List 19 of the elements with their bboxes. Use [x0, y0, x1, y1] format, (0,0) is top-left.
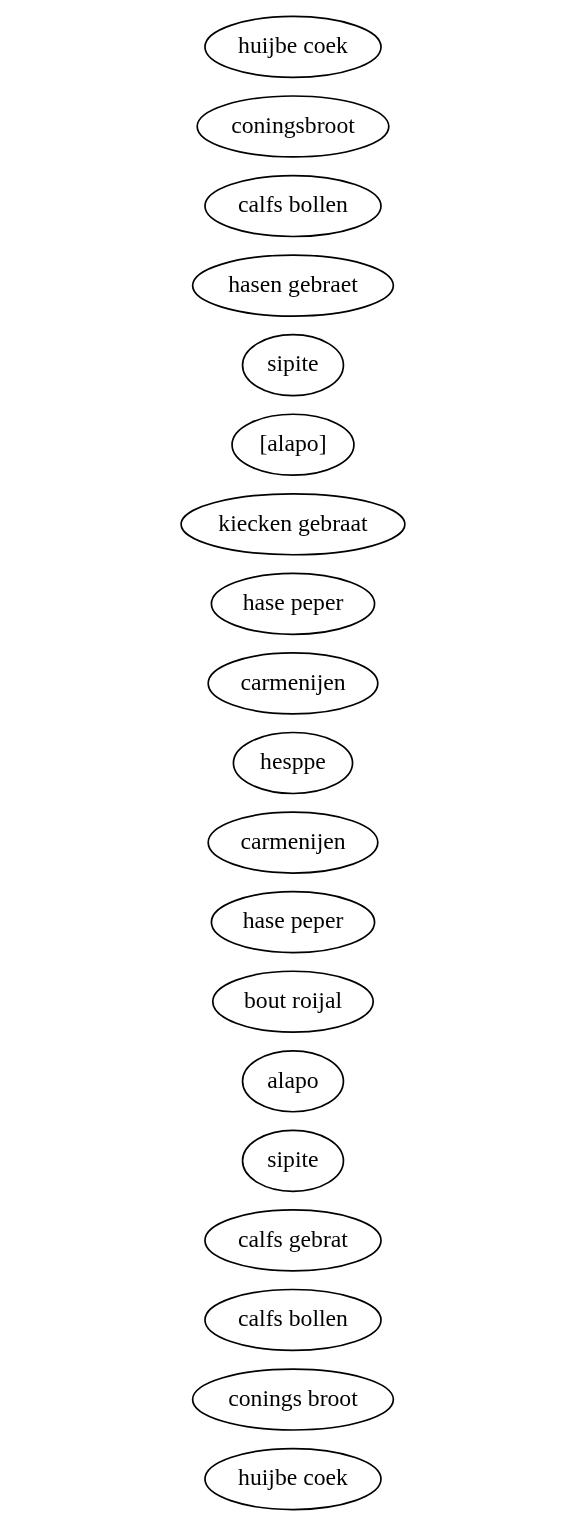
node-ellipse: carmenijen — [207, 811, 379, 874]
node-ellipse: hase peper — [210, 572, 376, 636]
node-ellipse: hesppe — [232, 731, 354, 795]
node-ellipse: sipite — [241, 333, 345, 397]
node-ellipse: alapo — [241, 1049, 345, 1113]
node-ellipse: huijbe coek — [204, 1447, 382, 1511]
node-ellipse: coningsbroot — [196, 95, 390, 158]
node-ellipse: conings broot — [191, 1368, 395, 1431]
node-ellipse: carmenijen — [207, 652, 379, 715]
node-ellipse: hasen gebraet — [191, 254, 395, 317]
node-ellipse: hase peper — [210, 890, 376, 954]
node-ellipse: calfs gebrat — [204, 1209, 382, 1272]
node-ellipse: calfs bollen — [204, 174, 382, 238]
node-ellipse: calfs bollen — [204, 1288, 382, 1352]
node-ellipse: bout roijal — [211, 970, 375, 1033]
node-ellipse: kiecken gebraat — [180, 493, 406, 556]
node-ellipse: sipite — [241, 1129, 345, 1193]
node-ellipse: huijbe coek — [204, 15, 382, 79]
node-ellipse: [alapo] — [231, 413, 355, 477]
